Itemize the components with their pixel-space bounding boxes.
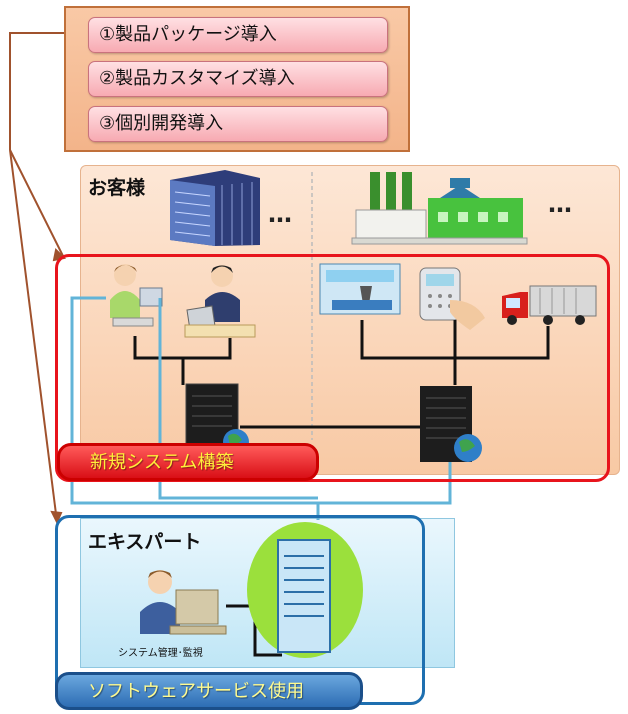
network-lines bbox=[133, 320, 550, 429]
option-package: ①製品パッケージ導入 bbox=[88, 17, 388, 53]
software-service-label: ソフトウェアサービス使用 bbox=[55, 672, 363, 710]
ellipsis-left: … bbox=[268, 200, 294, 228]
options-panel: ①製品パッケージ導入 ②製品カスタマイズ導入 ③個別開発導入 bbox=[64, 6, 410, 152]
truck-icon bbox=[502, 285, 597, 325]
expert-title: エキスパート bbox=[88, 531, 202, 553]
machine-tool-icon bbox=[319, 263, 401, 315]
office-building-icon bbox=[170, 170, 260, 246]
service-lines bbox=[70, 296, 452, 520]
expert-link-line bbox=[226, 604, 282, 657]
server-left-icon bbox=[185, 383, 249, 455]
option-custom-dev: ③個別開発導入 bbox=[88, 106, 388, 142]
ellipsis-right: … bbox=[548, 190, 574, 218]
expert-person-icon bbox=[140, 570, 227, 635]
expert-caption: システム管理･監視 bbox=[118, 648, 203, 659]
new-system-label: 新規システム構築 bbox=[57, 443, 319, 481]
new-system-frame bbox=[55, 254, 610, 482]
server-right-icon bbox=[420, 386, 482, 462]
woman-at-pc-icon bbox=[110, 264, 163, 327]
option-customize: ②製品カスタマイズ導入 bbox=[88, 61, 388, 97]
man-at-laptop-icon bbox=[184, 265, 256, 338]
expert-server-icon bbox=[247, 522, 363, 658]
customer-title: お客様 bbox=[88, 177, 146, 199]
card-terminal-icon bbox=[419, 267, 485, 330]
factory-icon bbox=[351, 172, 528, 245]
